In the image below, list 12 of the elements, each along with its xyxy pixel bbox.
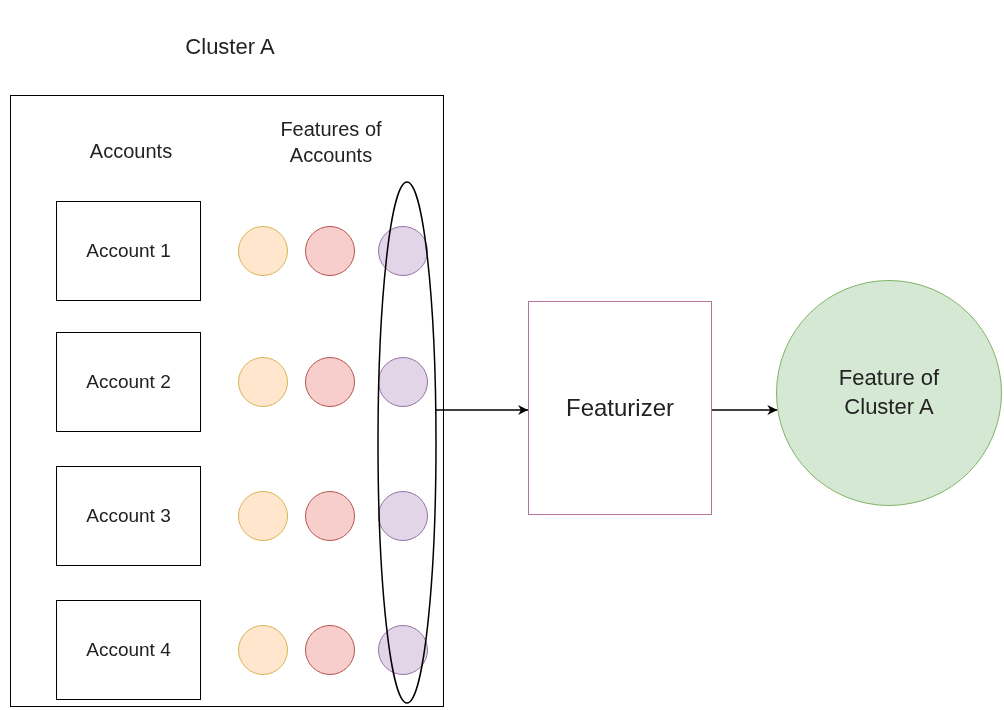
column-heading: Accounts (88, 139, 174, 164)
account-box: Account 1 (56, 201, 201, 301)
arrow (435, 405, 529, 415)
grouping-ellipse (377, 181, 437, 704)
arrow (711, 405, 778, 415)
cluster-box (10, 95, 444, 707)
column-heading: Features of Accounts (279, 117, 383, 168)
featurizer-box: Featurizer (528, 301, 712, 515)
cluster-title: Cluster A (184, 33, 276, 61)
account-box: Account 4 (56, 600, 201, 700)
account-box: Account 2 (56, 332, 201, 432)
account-box: Account 3 (56, 466, 201, 566)
